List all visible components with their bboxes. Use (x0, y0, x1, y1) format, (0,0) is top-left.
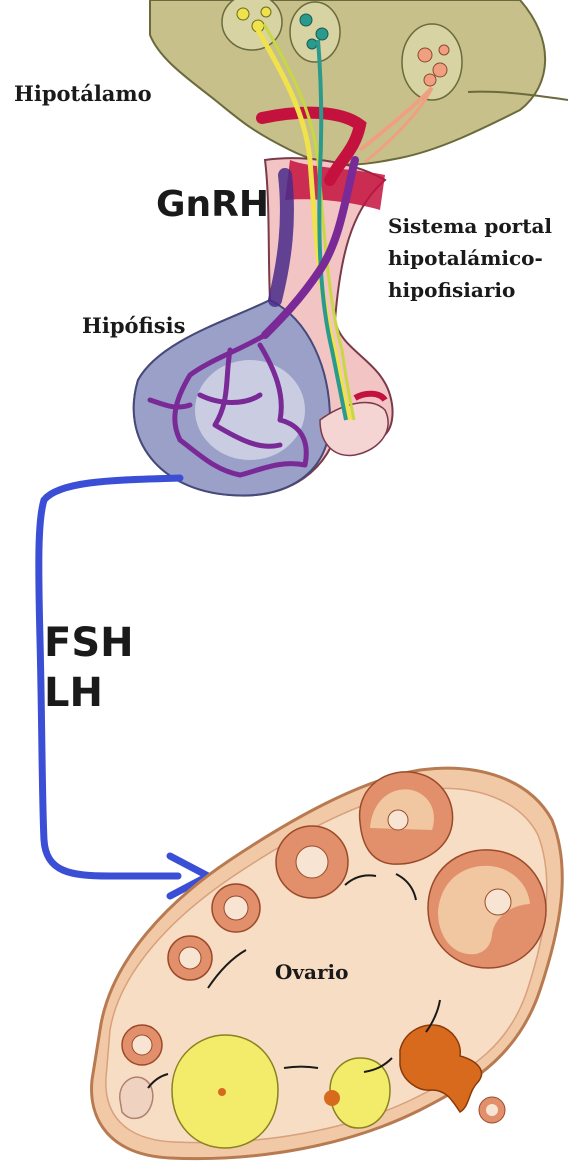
portal-system-line-1: Sistema portal (388, 210, 552, 242)
portal-system-label: Sistema portal hipotalámico- hipofisiari… (388, 210, 552, 306)
hormones-label: FSH LH (44, 618, 134, 718)
portal-system-line-2: hipotalámico- (388, 242, 552, 274)
hypothalamus-label: Hipotálamo (14, 81, 152, 106)
fsh-label: FSH (44, 618, 134, 668)
gnrh-label: GnRH (156, 184, 269, 225)
pituitary-label: Hipófisis (82, 313, 185, 338)
lh-label: LH (44, 668, 134, 718)
ovary-label: Ovario (275, 960, 348, 984)
portal-system-line-3: hipofisiario (388, 274, 552, 306)
